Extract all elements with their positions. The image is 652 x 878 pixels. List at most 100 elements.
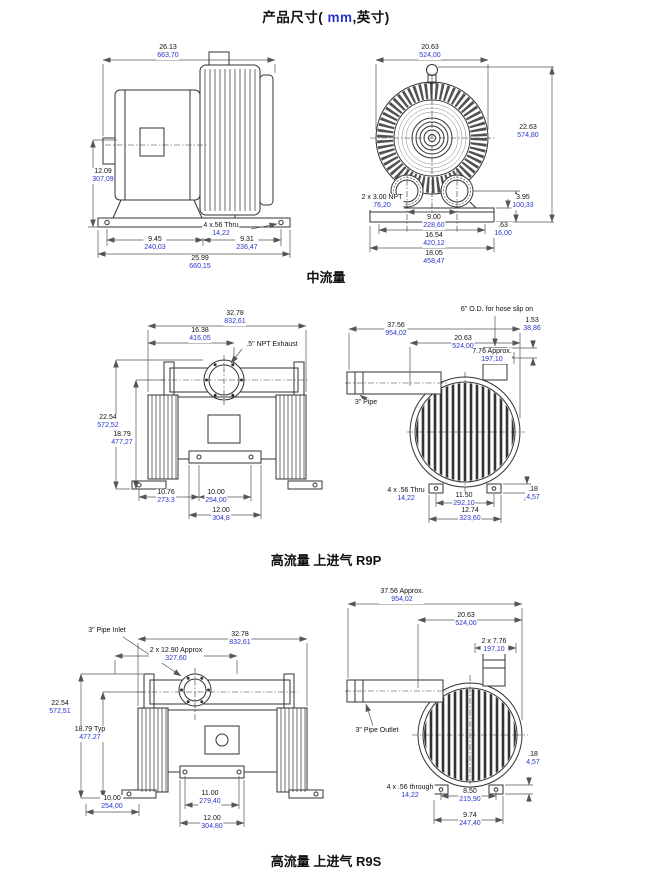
dim-mm-value: 304,8 (212, 515, 230, 522)
exhaust-leader (230, 348, 243, 364)
dim-mm-value: 477,27 (111, 439, 133, 446)
dim-mm-value: 327,60 (165, 655, 187, 662)
center-lines (370, 76, 496, 232)
dim-inch-value: .18 (528, 486, 538, 493)
note-pipe-outlet: 3" Pipe Outlet (354, 727, 400, 735)
fin-lines (204, 69, 256, 211)
dim-mm-value: 38,86 (523, 325, 541, 332)
dim-mm-value: 832,61 (224, 318, 246, 325)
dim-inch-value: 20.63 (457, 612, 475, 619)
dim-mm-value: 832,61 (229, 639, 251, 646)
right-fin-block (276, 707, 308, 793)
dim-mm-value: 215,90 (459, 796, 481, 803)
dim-inch-value: 2 x 12.90 Approx (149, 647, 203, 654)
right-fin-block (275, 394, 307, 480)
title-suffix: ,英寸) (352, 10, 390, 25)
bearing-housing (204, 725, 240, 755)
dim-mm-value: 574,80 (517, 132, 539, 139)
dim-mm-value: 572,51 (49, 708, 71, 715)
base-hole-right (278, 219, 284, 226)
dim-inch-value: 10.00 (207, 489, 225, 496)
dim-mm-value: 524,00 (455, 620, 477, 627)
foot-left (428, 483, 444, 494)
foot-right (287, 480, 323, 490)
dim-mm-value: 4,57 (526, 494, 540, 501)
center-lines (345, 675, 528, 800)
dim-mm-value: 228,60 (423, 222, 445, 229)
pipe-leader (359, 394, 368, 402)
title-prefix: 产品尺寸( (262, 10, 328, 25)
dim-inch-value: 1.53 (525, 317, 539, 324)
dim-mm-value: 14,22 (212, 230, 230, 237)
dim-mm-value: 279,40 (199, 798, 221, 805)
note-3in-pipe: 3" Pipe (353, 399, 379, 407)
dim-mm-value: 273.3 (157, 497, 175, 504)
foot-right (288, 789, 324, 799)
drawing-blower-front-view (369, 57, 555, 252)
dim-inch-value: 4 x .56 Thru (387, 487, 425, 494)
dim-mm-value: 420,12 (423, 240, 445, 247)
drawing-blower-side-view (88, 51, 291, 258)
left-fin-block (137, 707, 169, 793)
dim-mm-value: 254,00 (205, 497, 227, 504)
dim-inch-value: 4 x .56 through (386, 784, 434, 791)
part-outline (121, 673, 324, 799)
dim-mm-value: 240,03 (144, 244, 166, 251)
sub-base (188, 450, 262, 464)
pipe-flange-lines (354, 680, 364, 702)
dim-inch-value: 12.00 (212, 507, 230, 514)
dim-inch-value: 11.00 (201, 790, 219, 797)
sub-base (179, 765, 245, 779)
top-port (482, 651, 506, 687)
center-lines (160, 355, 308, 405)
rear-end-bell (102, 137, 116, 165)
grille-bars (416, 383, 514, 481)
dim-inch-value: 18.79 Typ (74, 726, 106, 733)
bolt-holes (205, 363, 243, 397)
dim-mm-value: 458,47 (423, 258, 445, 265)
dim-inch-value: 16.54 (425, 232, 443, 239)
dim-inch-value: 12.09 (94, 168, 112, 175)
dim-inch-value: 25.99 (191, 255, 209, 262)
note-npt-exhaust: .5" NPT Exhaust (245, 341, 299, 349)
dim-inch-value: 11.50 (455, 492, 473, 499)
note-hose-slip-on: 6" O.D. for hose slip on (459, 306, 535, 314)
section-label-r9s: 高流量 上进气 R9S (270, 854, 382, 869)
lifting-eye (426, 64, 438, 76)
dim-inch-value: 9.00 (427, 214, 441, 221)
center-lines (140, 668, 298, 720)
section-label-r9p: 高流量 上进气 R9P (270, 553, 382, 568)
dim-d6-overall: 37.56 Approx.954,02 (379, 588, 425, 604)
dim-inch-value: 7.76 Approx. (472, 348, 512, 355)
dim-mm-value: 524,00 (452, 343, 474, 350)
dim-mm-value: 416,05 (189, 335, 211, 342)
exhaust-duct (208, 51, 230, 66)
fin-lines (141, 708, 306, 792)
left-fin-block (147, 394, 179, 480)
dim-mm-value: 954,02 (391, 596, 413, 603)
grille-bars (424, 689, 516, 781)
dim-inch-value: 20.63 (454, 335, 472, 342)
dim-mm-value: 236,47 (236, 244, 258, 251)
drawing-r9s-end-view (345, 601, 533, 824)
dim-mm-value: 304,80 (201, 823, 223, 830)
